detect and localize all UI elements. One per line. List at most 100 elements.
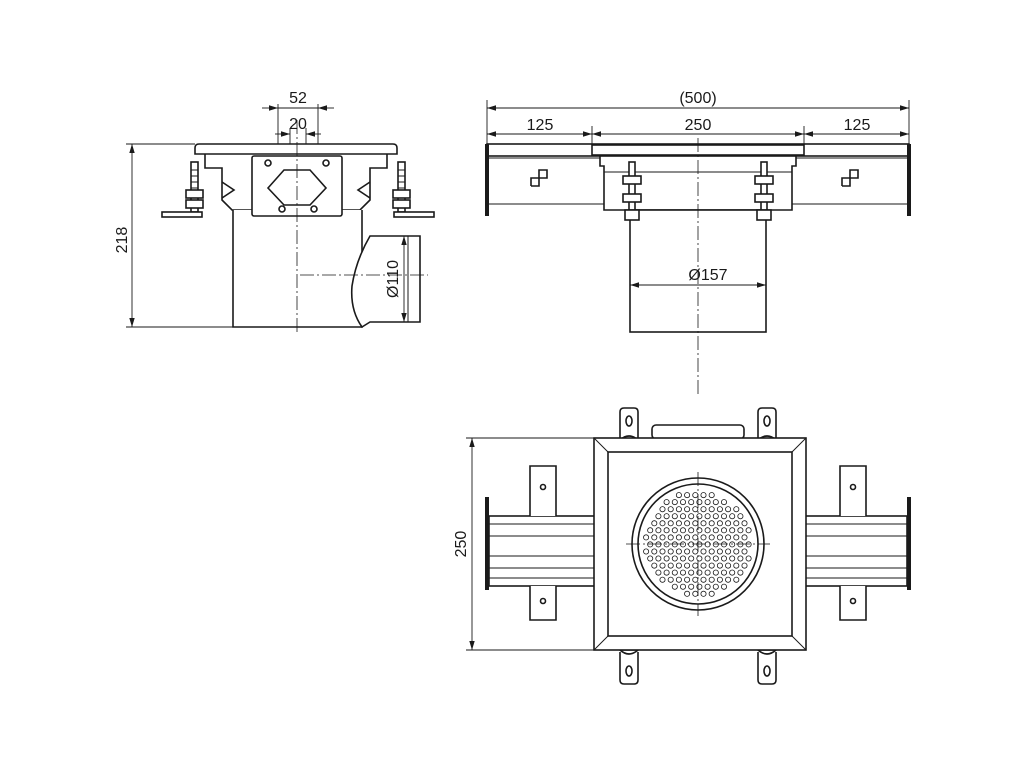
grate-hole	[733, 548, 740, 555]
grate-hole	[659, 520, 666, 527]
grate-hole	[667, 548, 674, 555]
grate-hole	[721, 569, 728, 576]
grate-hole	[741, 562, 748, 569]
side-top-plate	[194, 143, 398, 155]
dim-20-label: 20	[289, 116, 307, 133]
grate-hole	[725, 506, 732, 513]
top-frame-inner	[607, 451, 793, 637]
grate-hole	[655, 527, 662, 534]
grate-hole	[651, 534, 658, 541]
grate-hole	[688, 569, 695, 576]
grate-hole	[684, 576, 691, 583]
grate-hole	[708, 548, 715, 555]
grate-hole	[696, 499, 703, 506]
grate-hole	[712, 499, 719, 506]
grate-hole	[663, 555, 670, 562]
grate-hole	[667, 576, 674, 583]
side-body	[232, 210, 363, 328]
grate-hole	[643, 548, 650, 555]
front-view: (500) 125 250 125 Ø157	[485, 90, 911, 395]
grate-hole	[696, 569, 703, 576]
grate-hole	[708, 506, 715, 513]
front-endcap-right	[907, 144, 911, 216]
grate-hole	[716, 506, 723, 513]
grate-hole	[700, 562, 707, 569]
dim-500-label: (500)	[679, 90, 716, 107]
grate-hole	[651, 548, 658, 555]
grate-hole	[700, 506, 707, 513]
front-bolt-right	[754, 161, 774, 221]
grate-hole	[684, 492, 691, 499]
grate-hole	[729, 541, 736, 548]
grate-hole	[704, 527, 711, 534]
grate-hole	[663, 513, 670, 520]
grate-hole	[721, 541, 728, 548]
side-hole-tl	[264, 159, 272, 167]
grate-hole	[721, 555, 728, 562]
grate-hole	[712, 569, 719, 576]
side-hole-bl	[278, 205, 286, 213]
grate-hole	[716, 548, 723, 555]
grate-hole	[692, 576, 699, 583]
grate-hole	[663, 541, 670, 548]
grate-hole	[659, 562, 666, 569]
top-grate-holes	[643, 492, 752, 597]
grate-hole	[725, 520, 732, 527]
grate-hole	[688, 499, 695, 506]
dim-218-label: 218	[114, 227, 131, 254]
grate-hole	[647, 541, 654, 548]
grate-hole	[659, 548, 666, 555]
grate-hole	[684, 590, 691, 597]
grate-hole	[671, 513, 678, 520]
top-outlet-pipe	[651, 424, 745, 440]
grate-hole	[712, 513, 719, 520]
grate-hole	[671, 569, 678, 576]
grate-hole	[655, 541, 662, 548]
grate-hole	[696, 527, 703, 534]
grate-hole	[675, 534, 682, 541]
grate-hole	[696, 583, 703, 590]
grate-hole	[671, 541, 678, 548]
grate-hole	[708, 590, 715, 597]
grate-hole	[688, 583, 695, 590]
top-mount-tabs	[617, 407, 779, 685]
grate-hole	[725, 548, 732, 555]
grate-hole	[655, 513, 662, 520]
grate-hole	[729, 527, 736, 534]
grate-hole	[733, 506, 740, 513]
grate-hole	[684, 534, 691, 541]
grate-hole	[716, 576, 723, 583]
grate-hole	[659, 576, 666, 583]
grate-hole	[737, 569, 744, 576]
grate-hole	[721, 513, 728, 520]
grate-hole	[667, 562, 674, 569]
grate-hole	[725, 562, 732, 569]
grate-hole	[688, 513, 695, 520]
grate-hole	[712, 527, 719, 534]
side-clip-left	[221, 181, 236, 199]
grate-hole	[733, 576, 740, 583]
grate-hole	[671, 527, 678, 534]
grate-hole	[684, 548, 691, 555]
grate-hole	[729, 555, 736, 562]
front-endcap-left	[485, 144, 489, 216]
grate-hole	[700, 548, 707, 555]
dim-d110-label: Ø110	[385, 260, 402, 298]
dim-250-vertical-label: 250	[453, 531, 470, 558]
grate-hole	[733, 534, 740, 541]
grate-hole	[712, 541, 719, 548]
side-hole-tr	[322, 159, 330, 167]
top-channel-right	[800, 465, 911, 621]
grate-hole	[737, 541, 744, 548]
grate-hole	[708, 576, 715, 583]
grate-hole	[721, 499, 728, 506]
grate-hole	[659, 534, 666, 541]
grate-hole	[675, 562, 682, 569]
grate-hole	[745, 555, 752, 562]
grate-hole	[663, 499, 670, 506]
grate-hole	[696, 555, 703, 562]
grate-hole	[700, 534, 707, 541]
front-bolt-left	[622, 161, 642, 221]
grate-hole	[651, 562, 658, 569]
grate-hole	[733, 520, 740, 527]
